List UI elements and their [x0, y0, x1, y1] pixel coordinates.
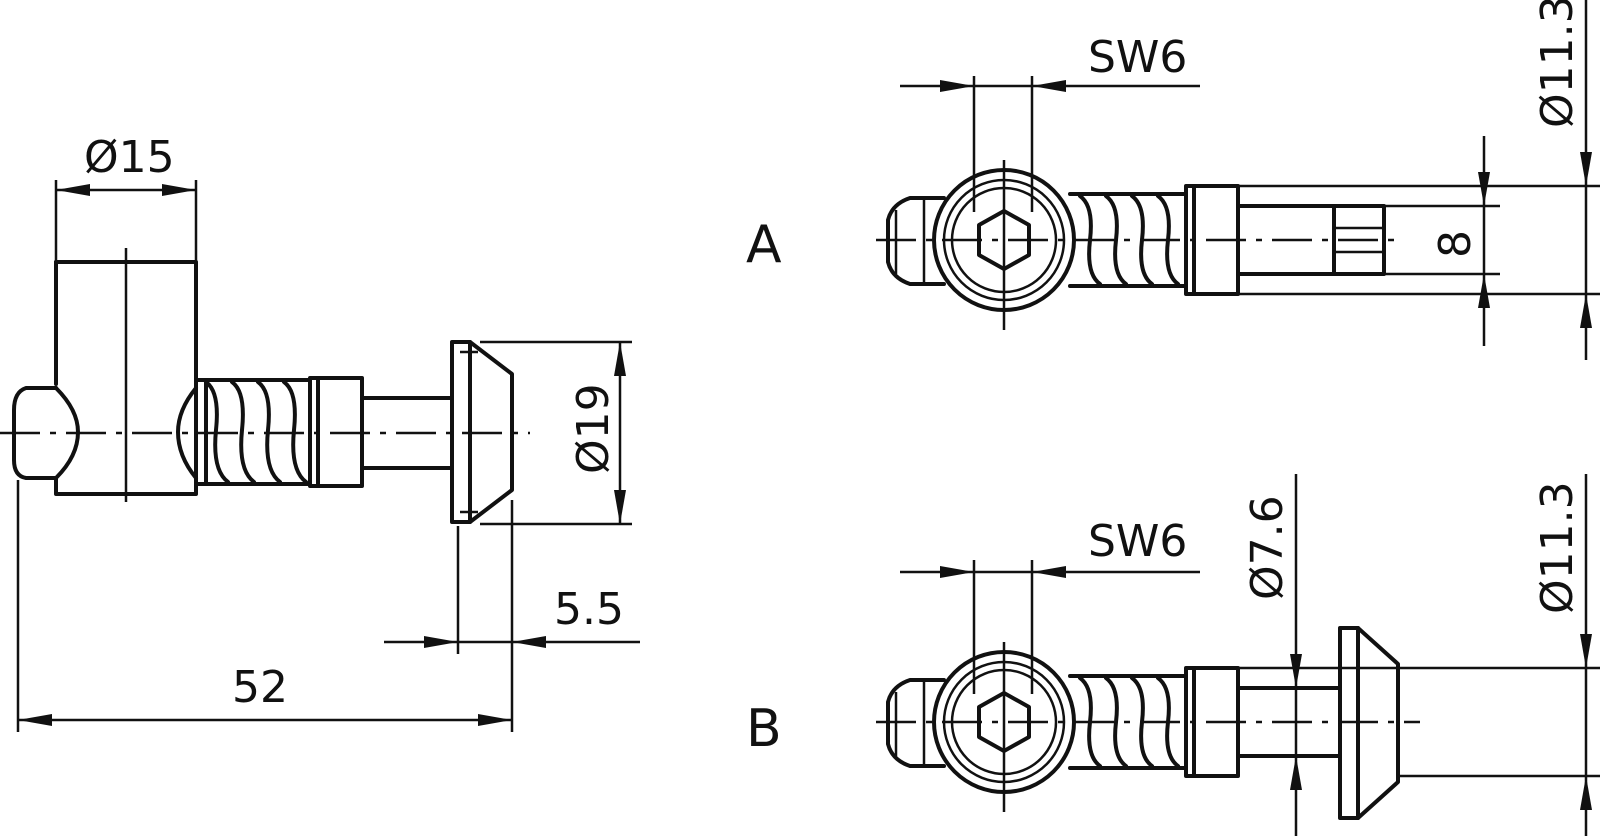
dim-d76-label: Ø7.6	[1242, 495, 1293, 600]
view-b-label: B	[746, 699, 782, 759]
shank	[360, 396, 454, 470]
dim-8-label: 8	[1430, 230, 1481, 258]
view-a-label: A	[746, 215, 782, 275]
dim-d113-a-label: Ø11.3	[1532, 0, 1583, 128]
dim-sw6-a: SW6	[900, 32, 1200, 212]
dim-d19: Ø19	[480, 340, 632, 526]
dim-52-label: 52	[232, 662, 288, 713]
dim-8: 8	[1384, 136, 1500, 346]
view-a: A SW6	[746, 0, 1600, 360]
dim-5-5-label: 5.5	[554, 584, 624, 635]
dim-d76: Ø7.6	[1242, 474, 1302, 836]
spring	[194, 378, 312, 486]
dim-sw6-a-label: SW6	[1088, 32, 1187, 83]
dim-5-5: 5.5	[384, 500, 640, 732]
dim-52: 52	[16, 480, 512, 732]
dim-d113-b: Ø11.3	[1238, 474, 1600, 836]
dim-d15: Ø15	[54, 132, 198, 262]
dim-sw6-b: SW6	[900, 516, 1200, 694]
dim-sw6-b-label: SW6	[1088, 516, 1187, 567]
view-b: B SW6	[746, 474, 1600, 836]
dim-d15-label: Ø15	[84, 132, 175, 183]
cylinder-body	[12, 248, 198, 502]
dim-d113-b-label: Ø11.3	[1532, 481, 1583, 614]
dim-d113-a: Ø11.3	[1238, 0, 1600, 360]
side-view: Ø15 Ø19 5.5 52	[0, 132, 640, 732]
dim-d19-label: Ø19	[568, 383, 619, 474]
